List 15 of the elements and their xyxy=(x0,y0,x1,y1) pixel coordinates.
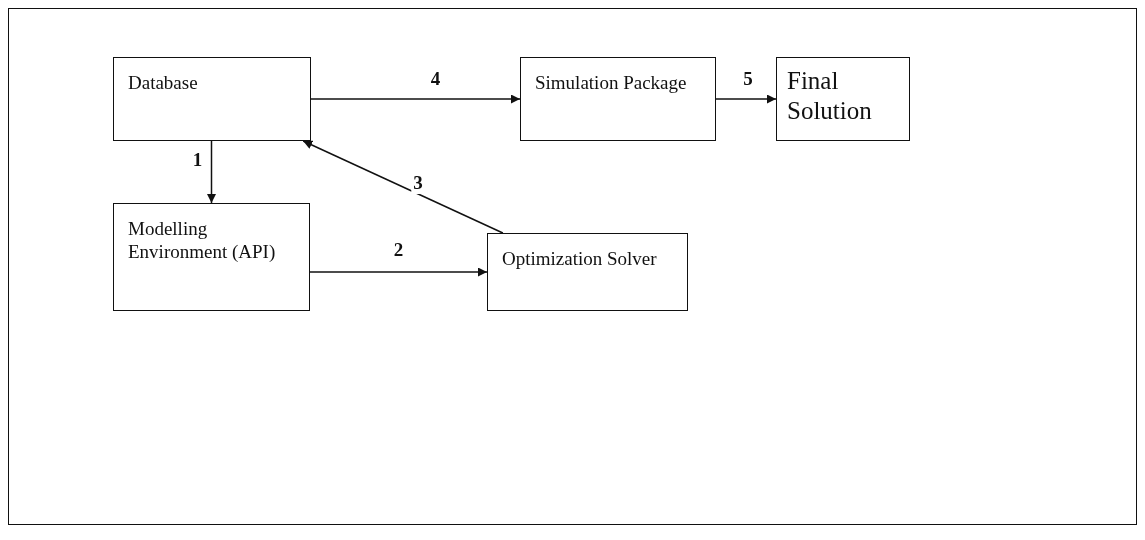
arrow xyxy=(207,140,216,204)
box-text: Final Solution xyxy=(787,66,873,126)
process-box xyxy=(487,233,688,311)
process-box xyxy=(113,57,311,141)
process-box xyxy=(520,57,716,141)
box-text: Database xyxy=(128,72,199,95)
arrow xyxy=(310,94,521,104)
box-text: Modelling Environment (API) xyxy=(128,218,277,264)
box-text: Simulation Package xyxy=(535,72,688,95)
arrow xyxy=(715,94,777,104)
process-box xyxy=(113,203,310,311)
arrow xyxy=(302,140,504,234)
process-box xyxy=(776,57,910,141)
box-text: Optimization Solver xyxy=(502,248,658,271)
arrow xyxy=(309,267,488,277)
